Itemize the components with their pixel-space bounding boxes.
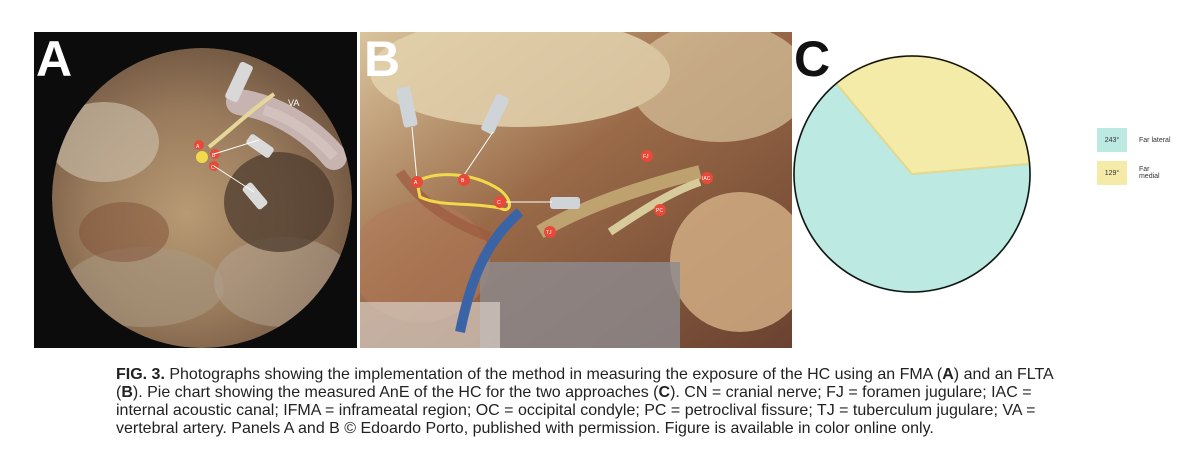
pie-outline — [793, 55, 1031, 293]
panel-a-letter: A — [36, 32, 73, 87]
panel-b-pc-label: PC — [656, 208, 663, 214]
panel-b-point-a-label: A — [414, 180, 418, 186]
panel-b-tj-label: TJ — [546, 230, 552, 236]
panel-a-photo: VA A B C A — [34, 32, 357, 348]
panel-b-point-b-label: B — [461, 178, 465, 184]
caption-text-2: ) and an FLTA ( — [116, 366, 1053, 401]
caption-bold-c: C — [658, 384, 671, 401]
legend-value-far-lateral: 243° — [1104, 136, 1120, 144]
pie-chart — [793, 55, 1031, 293]
panel-b-letter: B — [364, 32, 401, 87]
panel-a-va-label: VA — [288, 98, 299, 108]
legend-value-far-medial: 129° — [1104, 169, 1120, 177]
caption-bold-a: A — [942, 366, 954, 383]
caption-text-4: ). CN = cranial nerve; FJ = foramen jugu… — [116, 384, 1036, 437]
caption-bold-b: B — [121, 384, 133, 401]
panel-a-point-b-label: B — [212, 153, 216, 159]
caption-text-1: Photographs showing the implementation o… — [164, 366, 943, 383]
panel-b-photo: A B C FJ IAC PC TJ B — [360, 32, 792, 348]
panel-c-chart: C 243° Far lateral 129° Far medial — [792, 32, 1172, 348]
panel-b-image: A B C FJ IAC PC TJ — [360, 32, 792, 348]
figure-caption: FIG. 3. Photographs showing the implemen… — [116, 366, 1076, 438]
caption-fig-label: FIG. 3. — [116, 366, 165, 383]
legend-item-far-medial: 129° Far medial — [1097, 161, 1172, 185]
caption-text-3: ). Pie chart showing the measured AnE of… — [132, 384, 659, 401]
panel-b-iac-label: IAC — [702, 176, 711, 182]
panel-b-fj-label: FJ — [643, 154, 649, 160]
legend-label-far-medial: Far medial — [1138, 166, 1160, 180]
panel-c-letter: C — [794, 32, 831, 87]
legend-swatch-far-lateral: 243° — [1097, 128, 1127, 152]
legend-label-far-lateral: Far lateral — [1139, 136, 1171, 144]
panel-a-point-c-label: C — [211, 165, 215, 171]
legend-item-far-lateral: 243° Far lateral — [1097, 128, 1171, 152]
panel-a-point-a-label: A — [196, 144, 200, 150]
panel-b-point-c-label: C — [497, 200, 501, 206]
panel-a-image: VA A B C — [34, 32, 357, 348]
legend-swatch-far-medial: 129° — [1097, 161, 1127, 185]
